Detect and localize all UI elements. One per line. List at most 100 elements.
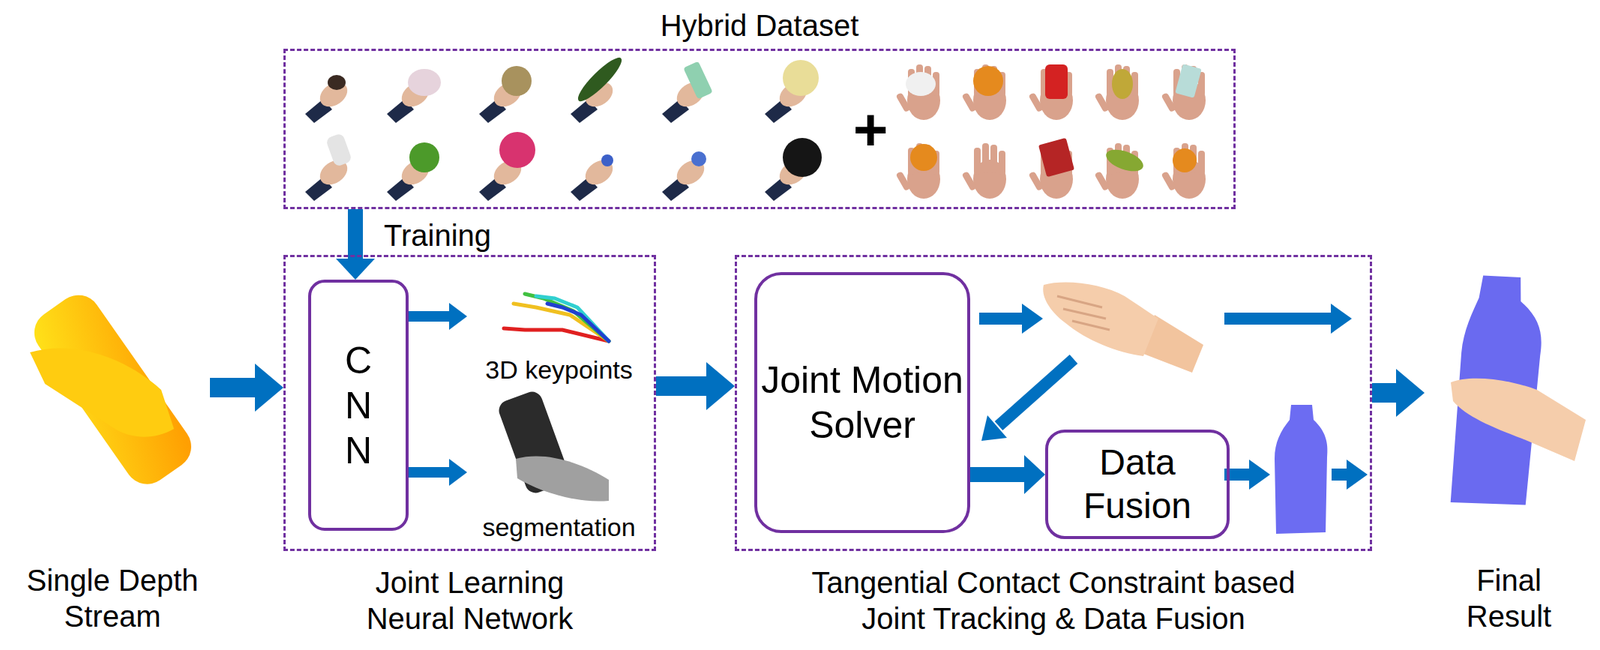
node-label: Single Depth Stream — [14, 562, 210, 635]
cnn-box: C N N — [308, 279, 409, 531]
dataset-thumbnails — [601, 154, 614, 167]
hand-model — [1042, 281, 1159, 357]
hand-model — [1057, 296, 1110, 330]
final-render — [1450, 378, 1586, 462]
dataset-thumbnails — [782, 59, 819, 96]
flow-arrow — [1224, 303, 1352, 334]
arrow-shaft — [970, 467, 1025, 483]
arrow-head — [1396, 368, 1425, 417]
arrow-head — [449, 302, 468, 330]
flow-arrow — [1224, 459, 1271, 490]
depth-image — [25, 286, 201, 494]
plus-sign: + — [853, 96, 889, 163]
dataset-thumbnails — [573, 53, 627, 107]
node-label: C N N — [344, 338, 372, 474]
dataset-thumbnails — [973, 65, 1004, 96]
dataset-thumbnails — [691, 151, 707, 167]
dataset-thumbnails — [782, 137, 822, 177]
flow-arrow — [209, 363, 284, 412]
flow-arrow — [1331, 459, 1368, 490]
dataset-thumbnails — [1028, 64, 1073, 120]
dataset-thumbnails — [895, 143, 941, 199]
dataset-thumbnails — [499, 131, 536, 168]
arrow-shaft — [408, 467, 450, 478]
dataset-thumbnails — [961, 64, 1007, 120]
fusion-box: Data Fusion — [1045, 429, 1230, 539]
flow-arrow — [979, 303, 1043, 334]
dataset-thumbnails — [1174, 63, 1202, 98]
keypoint-skeleton — [513, 303, 609, 342]
arrow-shaft — [656, 376, 708, 396]
node-label: Data Fusion — [1048, 440, 1227, 528]
flow-arrow — [1372, 368, 1425, 417]
arrow-shaft — [347, 209, 363, 260]
keypoints-output: 3D keypoints — [467, 294, 651, 389]
node-label: Final Result — [1453, 562, 1566, 635]
flow-arrow — [998, 359, 1074, 426]
segmentation-mask — [515, 455, 609, 501]
flow-arrow — [970, 455, 1046, 495]
flow-arrow — [981, 415, 1007, 441]
dataset-thumbnails — [961, 143, 1007, 199]
dataset-thumbnails — [1102, 145, 1146, 176]
dataset-group: Hybrid Dataset — [283, 48, 1236, 210]
flow-arrow — [656, 362, 735, 411]
dataset-thumbnails — [905, 71, 936, 96]
dataset-thumbnails — [501, 65, 532, 96]
network-group: C N N3D keypointssegmentationJoint Learn… — [283, 254, 657, 552]
dataset-thumbnails — [407, 68, 441, 96]
dataset-thumbnails — [305, 53, 1206, 201]
arrow-head — [706, 362, 735, 411]
node-label: Joint Motion Solver — [757, 357, 968, 448]
tracking-group: Joint Motion SolverData FusionTangential… — [734, 254, 1373, 552]
keypoint-skeleton — [503, 293, 609, 342]
dataset-thumbnails — [327, 74, 346, 90]
node-label: 3D keypoints — [467, 354, 651, 386]
arrow-head — [254, 363, 284, 412]
final-render — [1448, 272, 1586, 510]
node-label: Hybrid Dataset — [285, 7, 1234, 44]
dataset-thumbnails — [1161, 64, 1206, 120]
object-model — [1274, 404, 1328, 534]
node-label: Tangential Contact Constraint based Join… — [791, 564, 1316, 637]
edge-label: Training — [383, 218, 492, 252]
dataset-thumbnails — [1038, 137, 1075, 177]
keypoint-skeleton — [547, 303, 609, 342]
arrow-head — [449, 458, 468, 486]
label-anchor: + — [825, 84, 916, 175]
arrow-shaft — [1372, 383, 1397, 403]
arrow-head — [1024, 455, 1046, 495]
segmentation-mask — [496, 389, 609, 502]
dataset-thumbnails — [325, 132, 353, 168]
dataset-thumbnails — [1111, 68, 1133, 99]
solver-box: Joint Motion Solver — [754, 272, 971, 534]
dataset-thumbnails — [910, 143, 938, 171]
node-label: segmentation — [467, 512, 651, 543]
dataset-thumbnails — [1161, 143, 1206, 199]
depth-image — [29, 347, 174, 437]
dataset-thumbnails — [895, 64, 941, 120]
flow-arrow — [408, 302, 468, 330]
arrow-head — [335, 258, 375, 280]
dataset-thumbnails — [1172, 148, 1197, 173]
flow-arrow — [335, 209, 375, 280]
dataset-thumbnails — [1045, 64, 1068, 99]
dataset-thumbnails — [1094, 64, 1139, 120]
depth-image — [25, 286, 201, 494]
final-result: Final Result — [1424, 269, 1594, 630]
segmentation-output: segmentation — [467, 399, 651, 546]
flow-arrow — [408, 458, 468, 486]
keypoint-skeleton — [536, 296, 609, 342]
arrow-shaft — [209, 377, 256, 398]
node-label: Joint Learning Neural Network — [346, 564, 594, 637]
input-depth-stream: Single Depth Stream — [14, 284, 210, 638]
edge-label-anchor: Training — [383, 218, 492, 252]
arrow-shaft — [408, 311, 450, 322]
dataset-thumbnails — [683, 61, 713, 100]
dataset-thumbnails — [409, 142, 440, 173]
object-model — [1274, 404, 1328, 534]
